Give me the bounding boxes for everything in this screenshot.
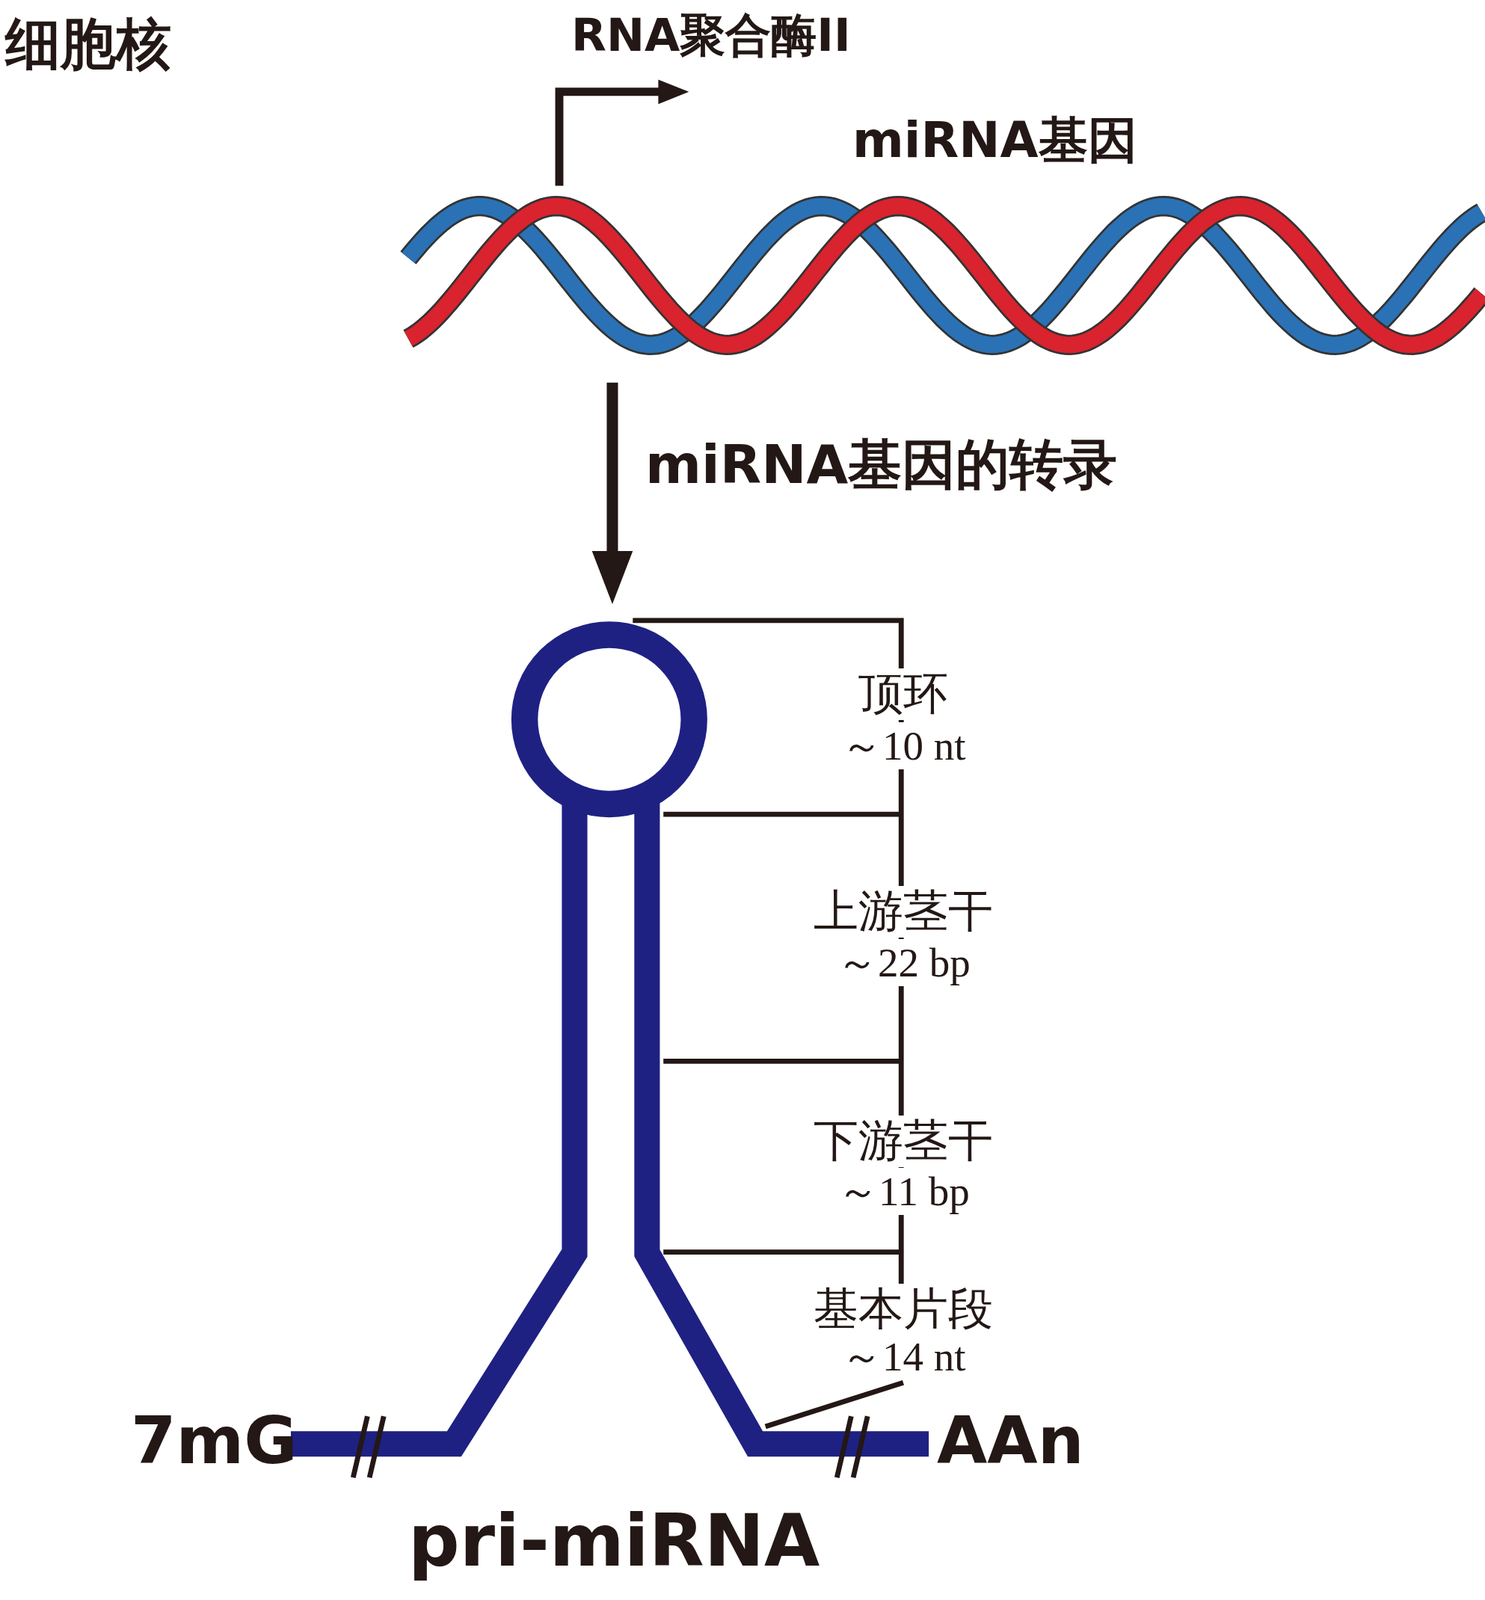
dna-strand-outline <box>408 206 1483 346</box>
process-label: miRNA基因的转录 <box>645 433 1118 496</box>
break-mark <box>352 1416 868 1478</box>
region-name: 基本片段 <box>809 1283 998 1336</box>
region-name: 上游茎干 <box>809 886 998 938</box>
region-length: ～14 nt <box>836 1333 971 1381</box>
compartment-label: 细胞核 <box>5 11 172 76</box>
arrowhead <box>592 551 634 605</box>
region-name: 顶环 <box>853 668 953 721</box>
dna-strand <box>408 206 1483 346</box>
enzyme-label: RNA聚合酶II <box>571 8 851 62</box>
molecule-label: pri-miRNA <box>408 1499 820 1583</box>
region-length: ～22 bp <box>832 939 976 987</box>
region-name: 下游茎干 <box>809 1115 998 1168</box>
terminal-loop <box>524 634 695 805</box>
gene-label: miRNA基因 <box>852 112 1138 169</box>
arrowhead <box>658 79 689 104</box>
polya-label: AAn <box>936 1403 1085 1479</box>
dna-helix <box>408 206 1483 346</box>
cap-label: 7mG <box>130 1403 298 1479</box>
promoter-arrow <box>559 91 661 187</box>
rna-strand <box>290 788 575 1445</box>
region-length: ～11 bp <box>832 1167 975 1216</box>
dna-strand <box>408 206 1483 346</box>
transcription-arrow <box>606 382 618 557</box>
dna-strand-outline <box>408 206 1483 346</box>
region-length: ～10 nt <box>836 722 971 770</box>
